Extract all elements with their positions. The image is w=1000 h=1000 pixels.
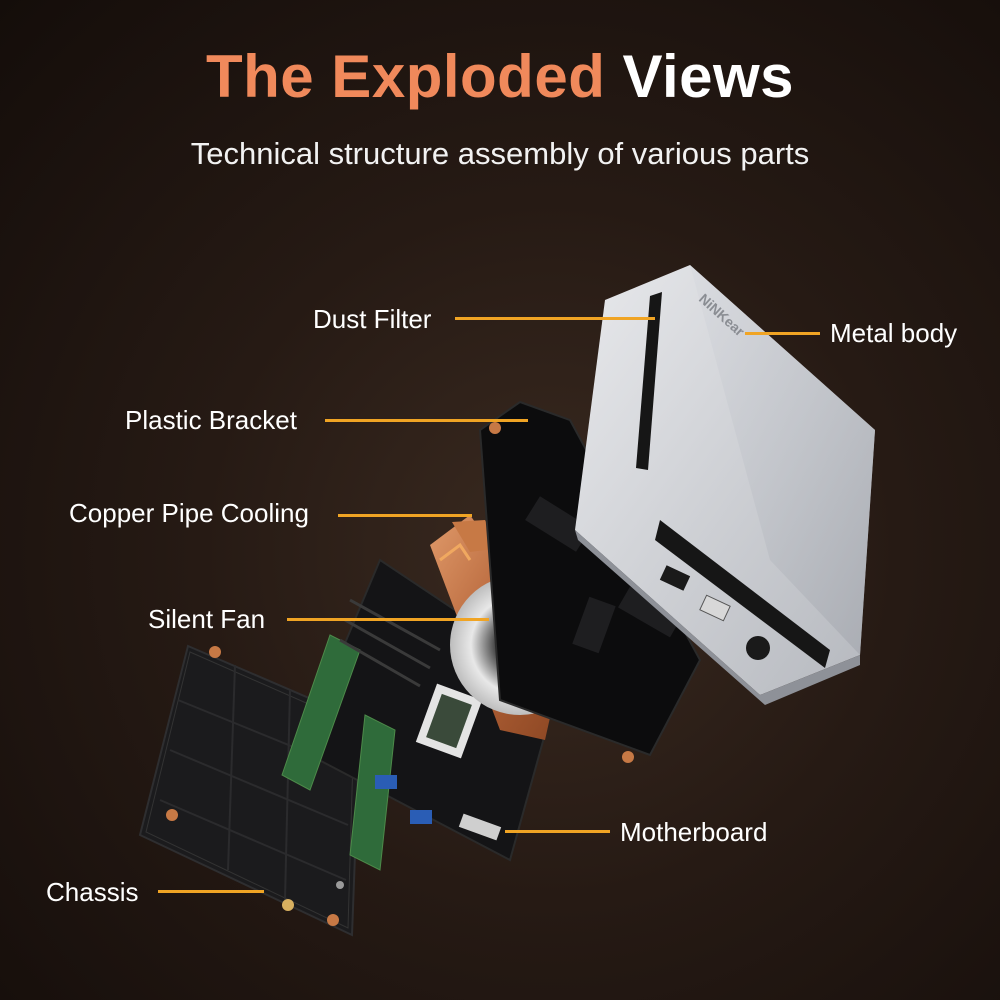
leader-silent-fan [287, 618, 489, 621]
leader-plastic-bracket [325, 419, 528, 422]
plastic-bracket-part [478, 400, 702, 763]
motherboard-part [281, 558, 562, 871]
page-subtitle: Technical structure assembly of various … [190, 136, 810, 171]
leader-copper-pipe-cooling [338, 514, 472, 517]
leader-motherboard [505, 830, 610, 833]
label-motherboard: Motherboard [620, 817, 768, 847]
label-chassis: Chassis [46, 877, 139, 907]
label-plastic-bracket: Plastic Bracket [125, 405, 297, 435]
leader-metal-body [745, 332, 820, 335]
label-dust-filter: Dust Filter [313, 304, 432, 334]
label-copper-pipe-cooling: Copper Pipe Cooling [69, 498, 309, 528]
title-highlight: The Exploded [205, 43, 606, 110]
leader-chassis [158, 890, 264, 893]
page-title: The Exploded Views [0, 42, 1000, 111]
title-rest: Views [622, 43, 795, 110]
label-silent-fan: Silent Fan [148, 604, 266, 634]
leader-dust-filter [455, 317, 655, 320]
label-metal-body: Metal body [830, 318, 958, 348]
